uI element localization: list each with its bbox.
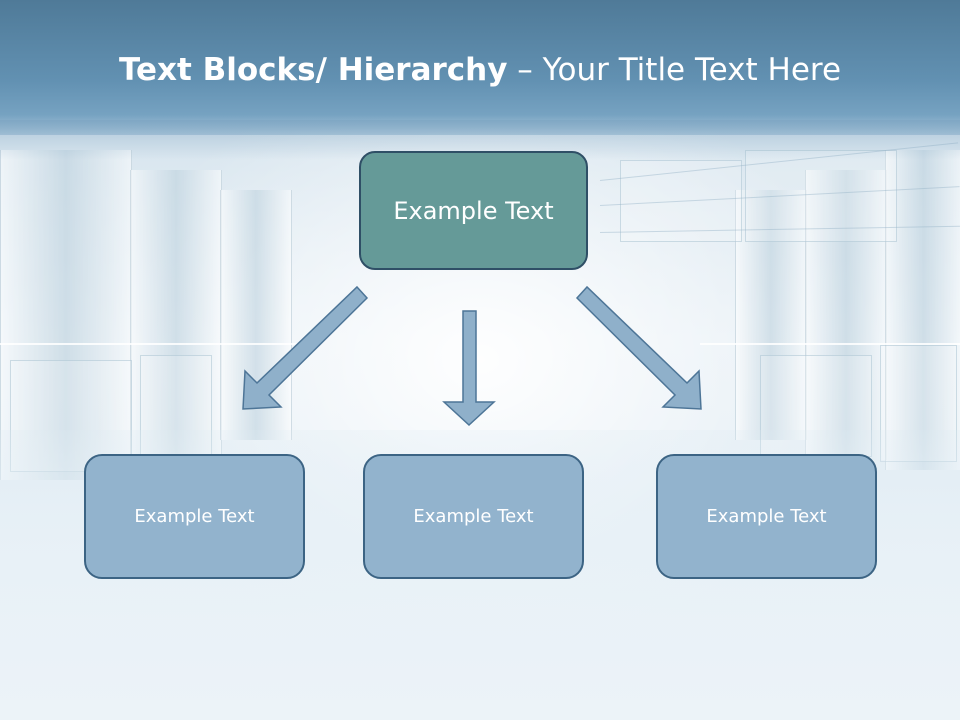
ceiling-panel-2 [745, 150, 897, 242]
child-text-block-left: Example Text [84, 454, 305, 579]
child-text-block-right: Example Text [656, 454, 877, 579]
right-server-rack-2 [805, 170, 887, 460]
slide-title: Text Blocks/ Hierarchy – Your Title Text… [0, 52, 960, 88]
right-shelf-line [700, 343, 960, 345]
right-server-rack-3 [735, 190, 807, 440]
child-text-block-right-label: Example Text [706, 506, 827, 527]
left-server-rack [0, 150, 132, 480]
slide-title-rest: – Your Title Text Here [507, 52, 842, 88]
left-server-rack-3 [220, 190, 292, 440]
slide-title-bold: Text Blocks/ Hierarchy [118, 52, 508, 88]
arrow-to-middle-box [442, 310, 496, 427]
top-text-block-label: Example Text [393, 196, 554, 225]
child-text-block-middle: Example Text [363, 454, 584, 579]
child-text-block-middle-label: Example Text [413, 506, 534, 527]
left-server-rack-2 [130, 170, 222, 470]
child-text-block-left-label: Example Text [134, 506, 255, 527]
arrow-to-right-box [575, 285, 702, 410]
top-text-block: Example Text [359, 151, 588, 270]
ceiling-panel [620, 160, 742, 242]
left-shelf-line [0, 343, 300, 345]
right-server-rack [885, 150, 960, 470]
title-band [0, 0, 960, 135]
